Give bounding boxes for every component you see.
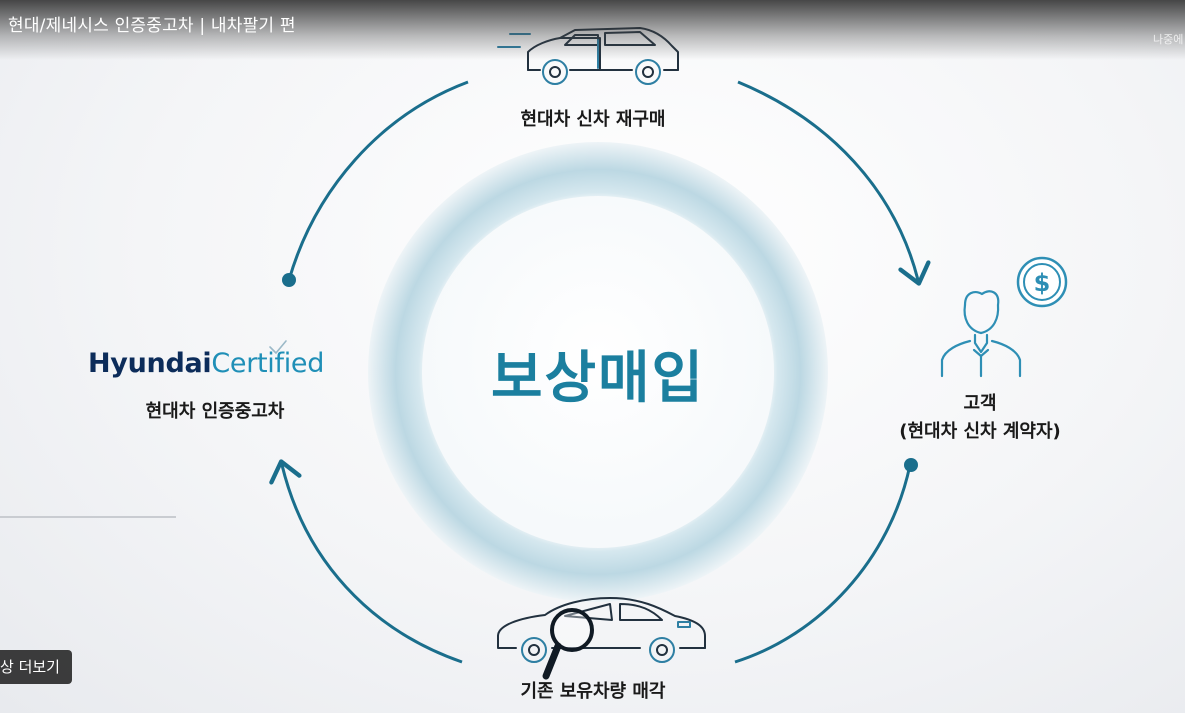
node-label-customer-detail: (현대차 신차 계약자) — [899, 421, 1061, 442]
brand-logo-part2: Certified — [211, 348, 325, 379]
progress-divider — [0, 516, 176, 518]
arc-left-dot — [282, 273, 296, 287]
arc-top-right — [737, 80, 931, 286]
magnifier-icon — [542, 608, 594, 680]
node-label-customer: 고객 — [963, 393, 997, 414]
arc-right-dot — [904, 458, 918, 472]
watch-later-label[interactable]: 나중에 — [1153, 33, 1184, 46]
center-label: 보상매입 — [490, 346, 706, 411]
arc-left-top — [287, 80, 469, 281]
video-title[interactable]: 현대/제네시스 인증중고차 | 내차팔기 편 — [8, 16, 296, 36]
svg-text:$: $ — [1034, 269, 1051, 297]
top-overlay-bar — [0, 0, 1185, 60]
node-label-certified: 현대차 인증중고차 — [145, 401, 285, 422]
sedan-car-icon — [497, 597, 706, 663]
node-label-sell-car: 기존 보유차량 매각 — [520, 681, 666, 702]
customer-person-icon — [940, 290, 1022, 378]
brand-check-mark — [269, 340, 287, 354]
brand-logo: HyundaiCertified — [88, 348, 324, 379]
brand-logo-part1: Hyundai — [88, 348, 212, 379]
dollar-coin-icon: $ — [1016, 256, 1068, 308]
arc-right-bottom — [734, 464, 912, 664]
arc-bottom-left — [269, 459, 463, 664]
center-disc — [422, 196, 774, 548]
more-videos-button[interactable]: 상 더보기 — [0, 650, 72, 684]
node-label-repurchase: 현대차 신차 재구매 — [520, 109, 666, 130]
